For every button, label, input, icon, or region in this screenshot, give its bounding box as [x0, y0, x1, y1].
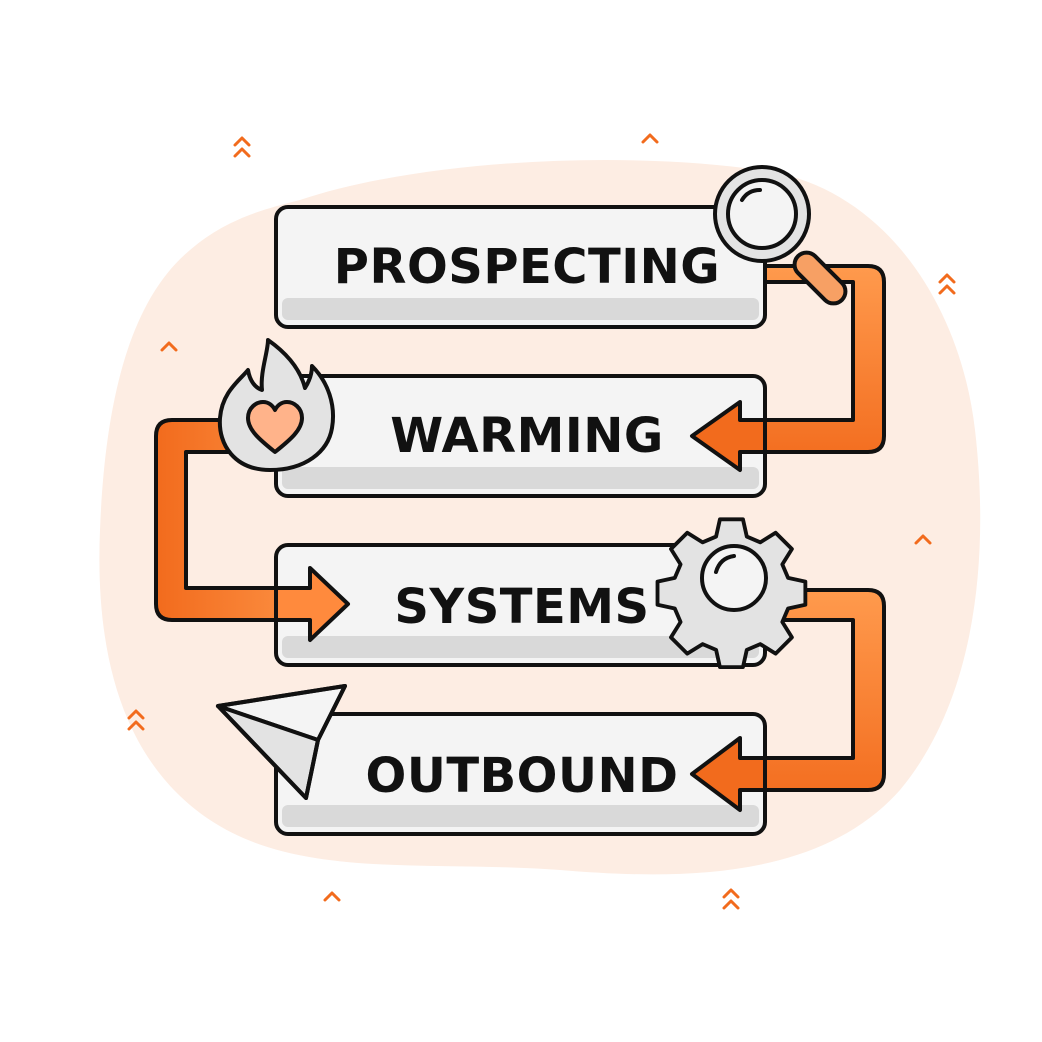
arrow-head-outbound — [690, 736, 767, 812]
chevron-up-icon — [127, 720, 145, 731]
step-label-outbound: OUTBOUND — [366, 748, 679, 804]
chevron-up-icon — [233, 147, 251, 158]
gear-icon — [655, 517, 808, 670]
step-box-prospecting: PROSPECTING — [274, 205, 767, 329]
chevron-up-icon — [641, 133, 659, 144]
step-label-systems: SYSTEMS — [394, 579, 649, 635]
step-label-warming: WARMING — [390, 408, 664, 464]
chevron-up-icon — [233, 136, 251, 147]
chevron-up-icon — [160, 341, 178, 352]
magnifier-icon — [713, 165, 848, 306]
step-box-outbound: OUTBOUND — [274, 712, 767, 836]
step-label-prospecting: PROSPECTING — [334, 239, 720, 295]
arrow-head-systems — [274, 566, 350, 642]
chevron-up-icon — [914, 534, 932, 545]
chevron-up-icon — [127, 709, 145, 720]
chevron-up-icon — [938, 284, 956, 295]
chevron-up-icon — [722, 888, 740, 899]
step-box-systems: SYSTEMS — [274, 543, 767, 667]
chevron-up-icon — [938, 273, 956, 284]
flame-heart-icon — [217, 338, 335, 472]
decorative-chevrons — [127, 133, 956, 910]
arrow-head-warming — [690, 400, 767, 472]
step-box-warming: WARMING — [274, 374, 767, 498]
paper-plane-icon — [216, 684, 347, 800]
chevron-up-icon — [323, 891, 341, 902]
chevron-up-icon — [722, 899, 740, 910]
